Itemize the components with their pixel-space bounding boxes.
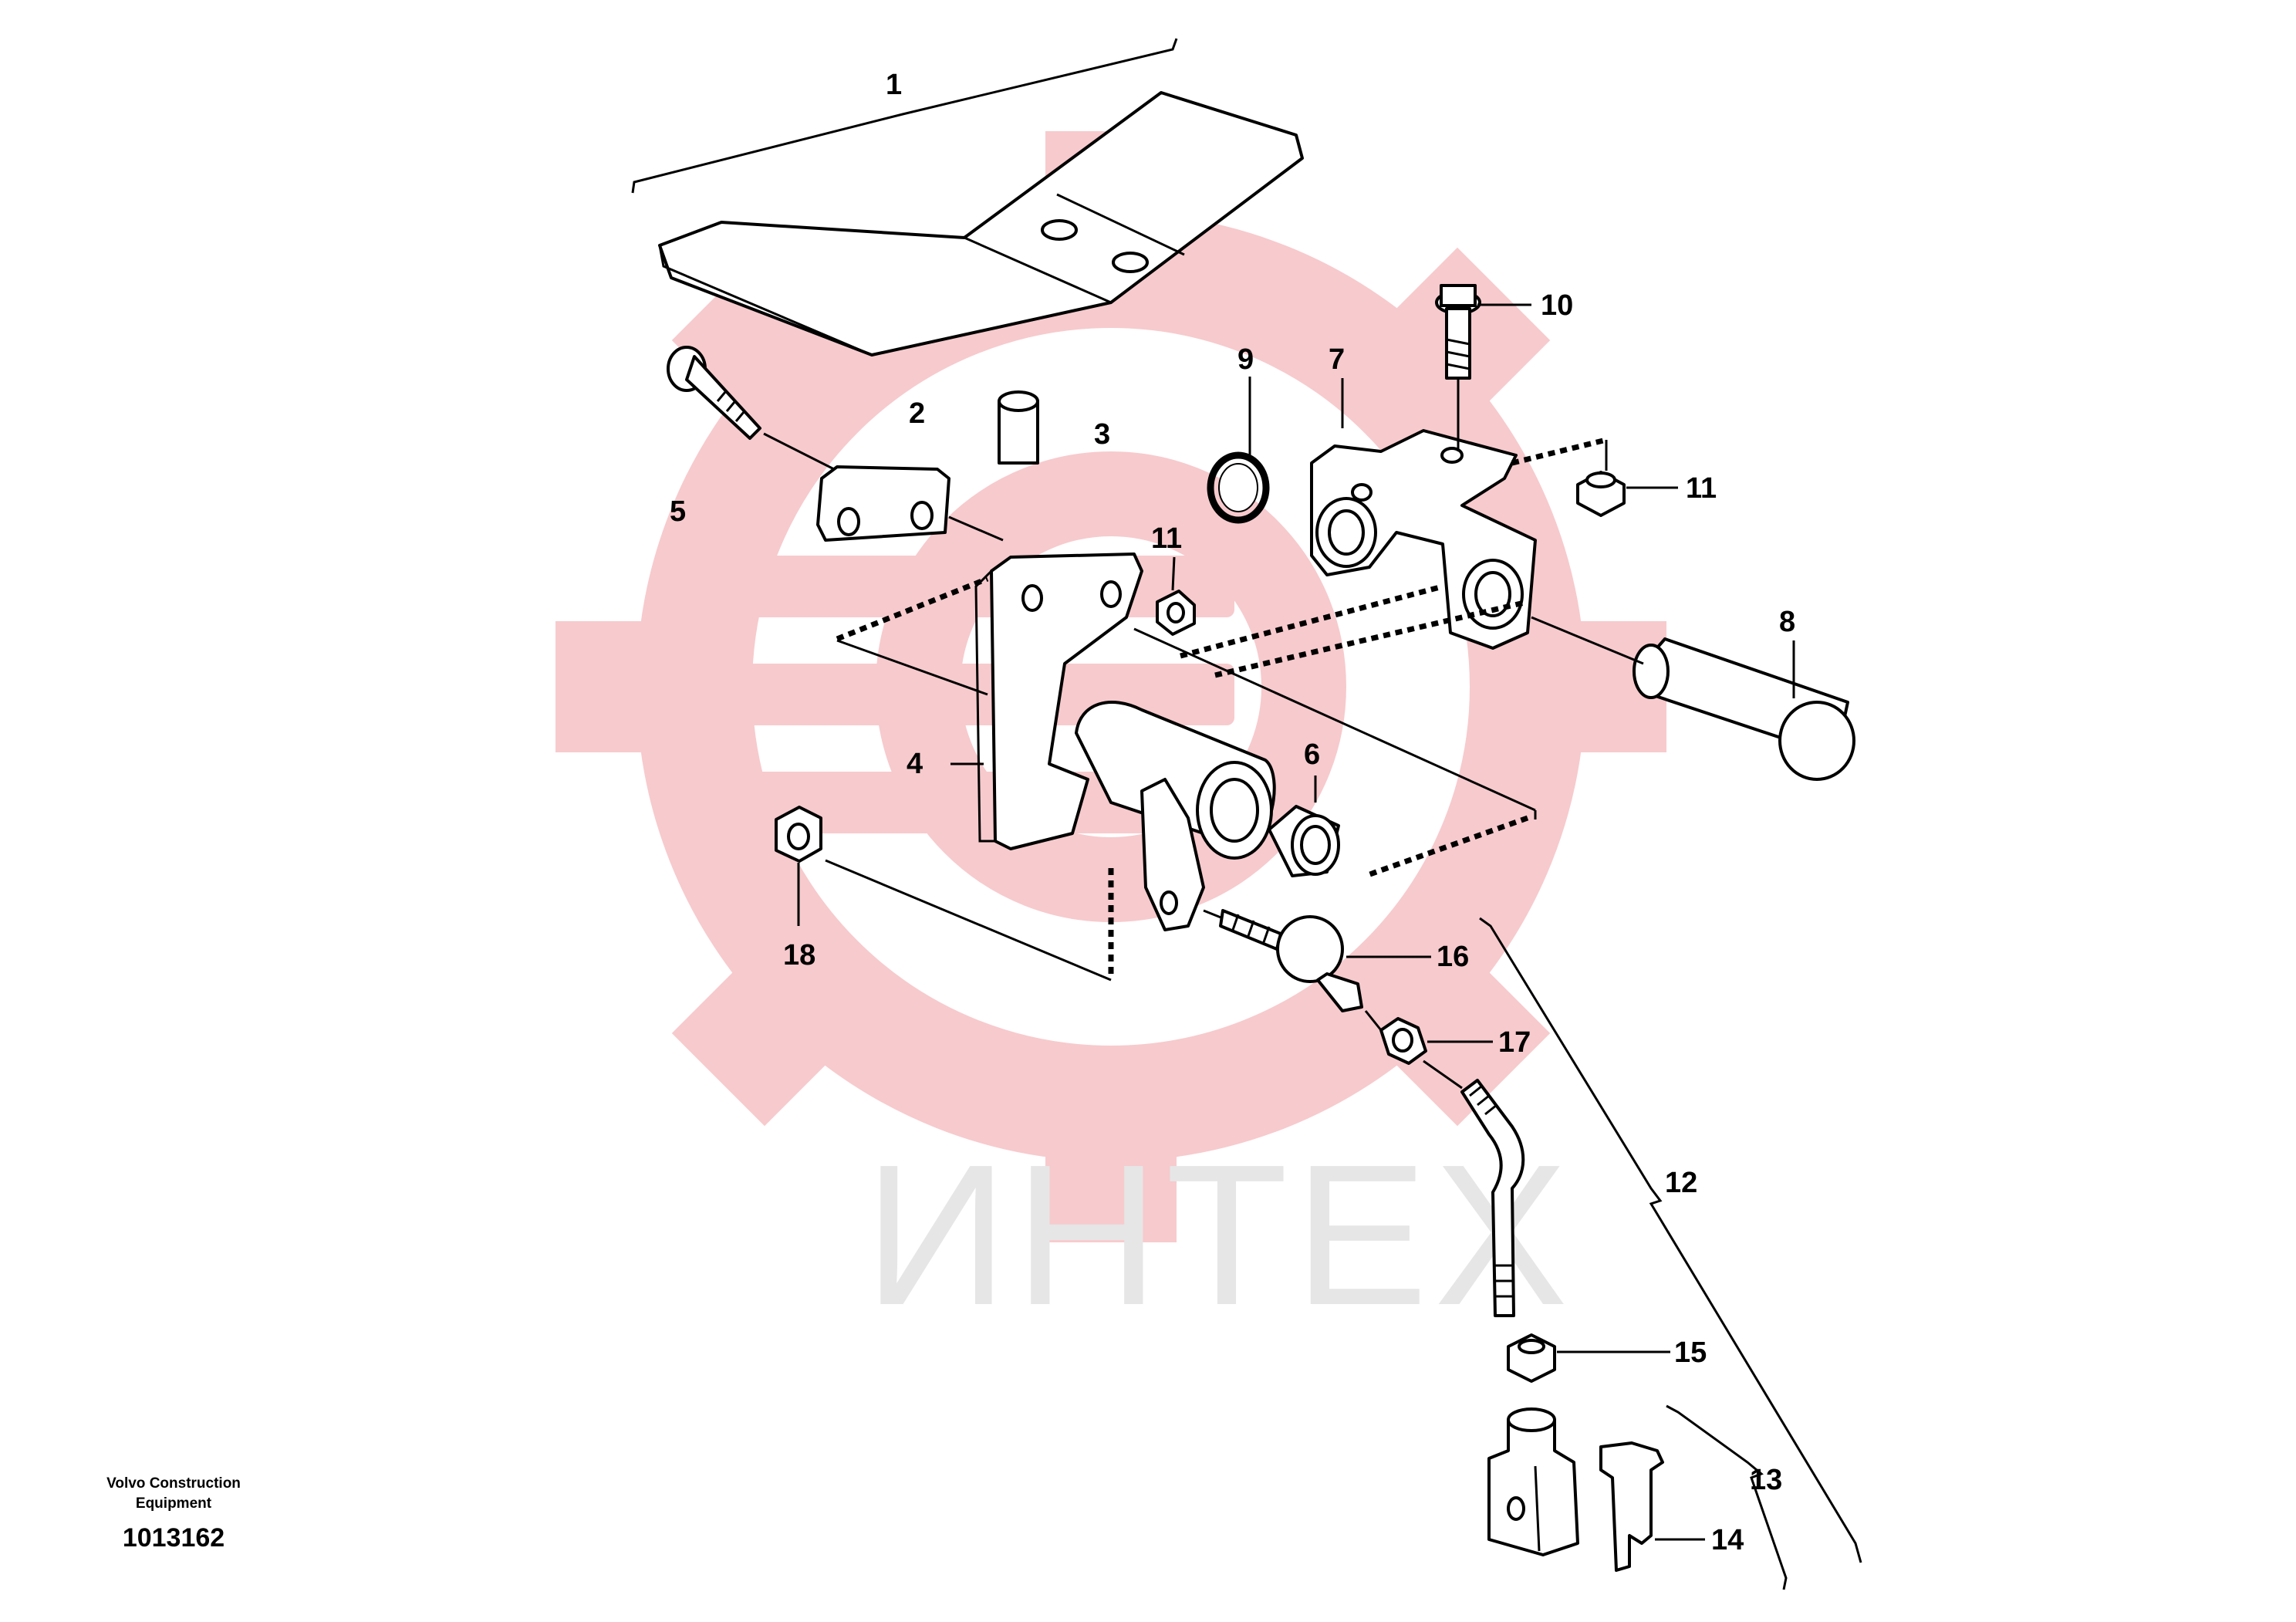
part-6-bushing: [1268, 805, 1340, 877]
callout-3: 3: [1094, 418, 1110, 451]
callout-5: 5: [670, 495, 686, 528]
part-5-bolt: [667, 346, 761, 440]
part-11-nut-left: [1156, 590, 1196, 636]
callout-9: 9: [1237, 343, 1254, 376]
part-9-snap-ring: [1207, 451, 1270, 524]
part-1-pad: [658, 91, 1304, 357]
callout-14: 14: [1711, 1524, 1744, 1556]
part-3-bushing: [998, 390, 1039, 465]
part-11-nut-right: [1576, 471, 1626, 517]
part-4-bracket: [974, 552, 1276, 931]
callout-11-right: 11: [1686, 472, 1717, 505]
callout-6: 6: [1304, 738, 1320, 771]
part-8-pin: [1633, 637, 1855, 781]
drawing-number: 1013162: [122, 1523, 225, 1553]
assembly-lines: [836, 437, 1608, 1090]
part-15-nut: [1507, 1333, 1556, 1383]
part-13-clevis: [1487, 1407, 1579, 1556]
part-12-rod: [1460, 1079, 1525, 1317]
part-14-clip: [1599, 1441, 1664, 1572]
bracket-13: [1666, 1404, 1788, 1590]
company-name: Volvo Construction Equipment: [106, 1475, 241, 1512]
callout-12: 12: [1665, 1167, 1697, 1199]
callout-15: 15: [1674, 1336, 1707, 1369]
callout-13: 13: [1750, 1464, 1782, 1496]
callout-labels: 1 2 3 4 5 6 7 8 9 10 11 11 12 13 14 15 1…: [670, 69, 1795, 1556]
callout-4: 4: [907, 748, 923, 780]
part-7-yoke: [1310, 429, 1537, 650]
part-18-washer: [775, 806, 822, 863]
part-10-bolt: [1435, 284, 1481, 380]
callout-7: 7: [1329, 343, 1345, 376]
callout-11-left: 11: [1151, 522, 1182, 555]
part-16-ball-stud: [1219, 909, 1363, 1012]
callout-2: 2: [909, 397, 925, 430]
watermark-text: ИНТЕХ: [864, 1124, 1574, 1347]
bracket-1: [631, 38, 1178, 194]
callout-16: 16: [1437, 941, 1469, 973]
callout-10: 10: [1541, 289, 1573, 322]
part-17-nut: [1379, 1017, 1427, 1065]
callout-17: 17: [1498, 1026, 1531, 1059]
bracket-12: [1479, 917, 1862, 1563]
part-2-plate: [816, 465, 950, 542]
footer: Volvo Construction Equipment 1013162: [85, 1474, 262, 1553]
callout-8: 8: [1779, 606, 1795, 638]
callout-1: 1: [886, 69, 902, 101]
callout-18: 18: [783, 939, 815, 972]
